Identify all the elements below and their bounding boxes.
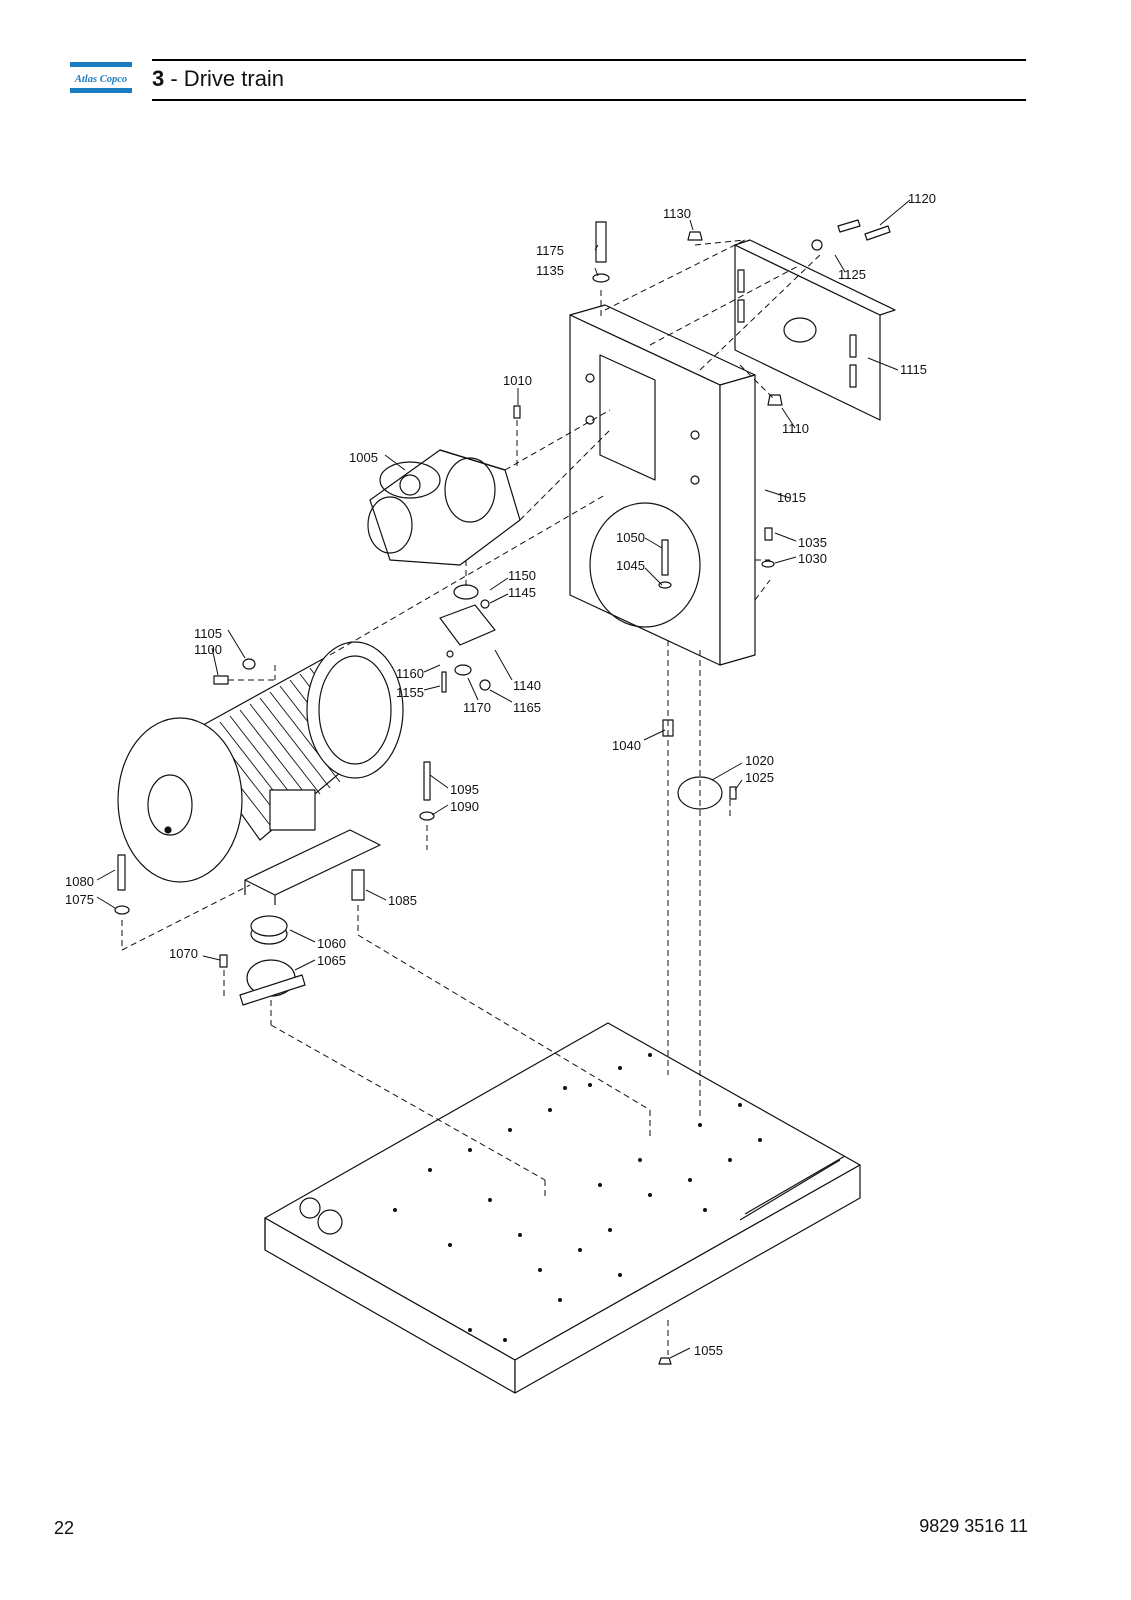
part-label-1045: 1045 (616, 558, 645, 573)
part-label-1060: 1060 (317, 936, 346, 951)
part-label-1055: 1055 (694, 1343, 723, 1358)
mounting-plate (734, 239, 896, 421)
page-title: 3 - Drive train (152, 66, 284, 92)
part-label-1100: 1100 (194, 642, 222, 657)
part-label-1080: 1080 (65, 874, 94, 889)
part-label-1085: 1085 (388, 893, 417, 908)
header-rule-top (152, 59, 1026, 61)
atlas-copco-logo: Atlas Copco (70, 62, 132, 93)
electric-motor (117, 641, 404, 905)
part-label-1135: 1135 (536, 263, 564, 278)
part-label-1130: 1130 (663, 206, 691, 221)
part-labels: 1005 1010 1015 1020 1025 1030 1035 1040 … (65, 191, 936, 1358)
part-label-1155: 1155 (396, 685, 424, 700)
part-label-1040: 1040 (612, 738, 641, 753)
part-label-1140: 1140 (513, 678, 541, 693)
part-label-1150: 1150 (508, 568, 536, 583)
page-number: 22 (54, 1518, 75, 1538)
part-label-1065: 1065 (317, 953, 346, 968)
part-label-1015: 1015 (777, 490, 806, 505)
part-label-1010: 1010 (503, 373, 532, 388)
part-label-1165: 1165 (513, 700, 541, 715)
part-label-1125: 1125 (838, 267, 866, 282)
part-label-1050: 1050 (616, 530, 645, 545)
part-label-1170: 1170 (463, 700, 491, 715)
logo-text: Atlas Copco (74, 74, 127, 85)
part-label-1020: 1020 (745, 753, 774, 768)
assembly-lines (121, 239, 821, 1355)
part-label-1115: 1115 (900, 362, 927, 377)
part-label-1075: 1075 (65, 892, 94, 907)
fasteners (114, 219, 891, 1365)
part-label-1035: 1035 (798, 535, 827, 550)
part-label-1105: 1105 (194, 626, 222, 641)
chapter-title: - Drive train (164, 66, 285, 91)
chapter-number: 3 (152, 66, 165, 91)
header-rule-bottom (152, 99, 1026, 101)
part-label-1070: 1070 (169, 946, 198, 961)
part-label-1175: 1175 (536, 243, 564, 258)
part-label-1005: 1005 (349, 450, 378, 465)
part-label-1030: 1030 (798, 551, 827, 566)
part-label-1110: 1110 (782, 421, 809, 436)
base-frame (264, 1022, 861, 1394)
support-frame (569, 304, 756, 666)
leader-lines (96, 199, 911, 1359)
part-label-1025: 1025 (745, 770, 774, 785)
part-label-1160: 1160 (396, 666, 424, 681)
document-number: 9829 3516 11 (919, 1516, 1028, 1536)
part-label-1095: 1095 (450, 782, 479, 797)
part-label-1120: 1120 (908, 191, 936, 206)
part-label-1145: 1145 (508, 585, 536, 600)
compressor-element (367, 449, 521, 566)
part-label-1090: 1090 (450, 799, 479, 814)
